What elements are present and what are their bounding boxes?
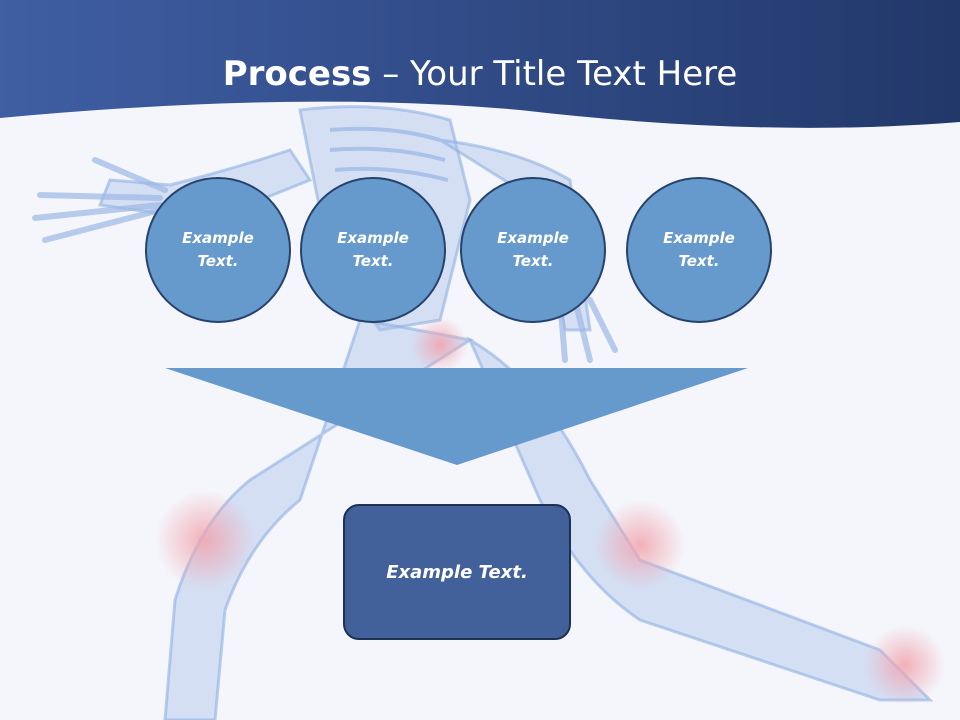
process-step-4-label: Example Text. bbox=[663, 229, 735, 270]
process-step-4-circle: Example Text. bbox=[626, 177, 772, 323]
process-step-2-circle: Example Text. bbox=[300, 177, 446, 323]
process-step-3-label: Example Text. bbox=[497, 229, 569, 270]
slide-title-bold: Process bbox=[222, 54, 372, 94]
result-box: Example Text. bbox=[343, 504, 571, 640]
slide-title: Process – Your Title Text Here bbox=[0, 52, 960, 96]
result-box-label: Example Text. bbox=[386, 561, 528, 583]
slide-title-rest: – Your Title Text Here bbox=[371, 54, 738, 94]
process-step-1-label: Example Text. bbox=[182, 229, 254, 270]
process-step-2-label: Example Text. bbox=[337, 229, 409, 270]
process-step-3-circle: Example Text. bbox=[460, 177, 606, 323]
process-step-1-circle: Example Text. bbox=[145, 177, 291, 323]
merge-arrow-shape bbox=[165, 368, 748, 465]
